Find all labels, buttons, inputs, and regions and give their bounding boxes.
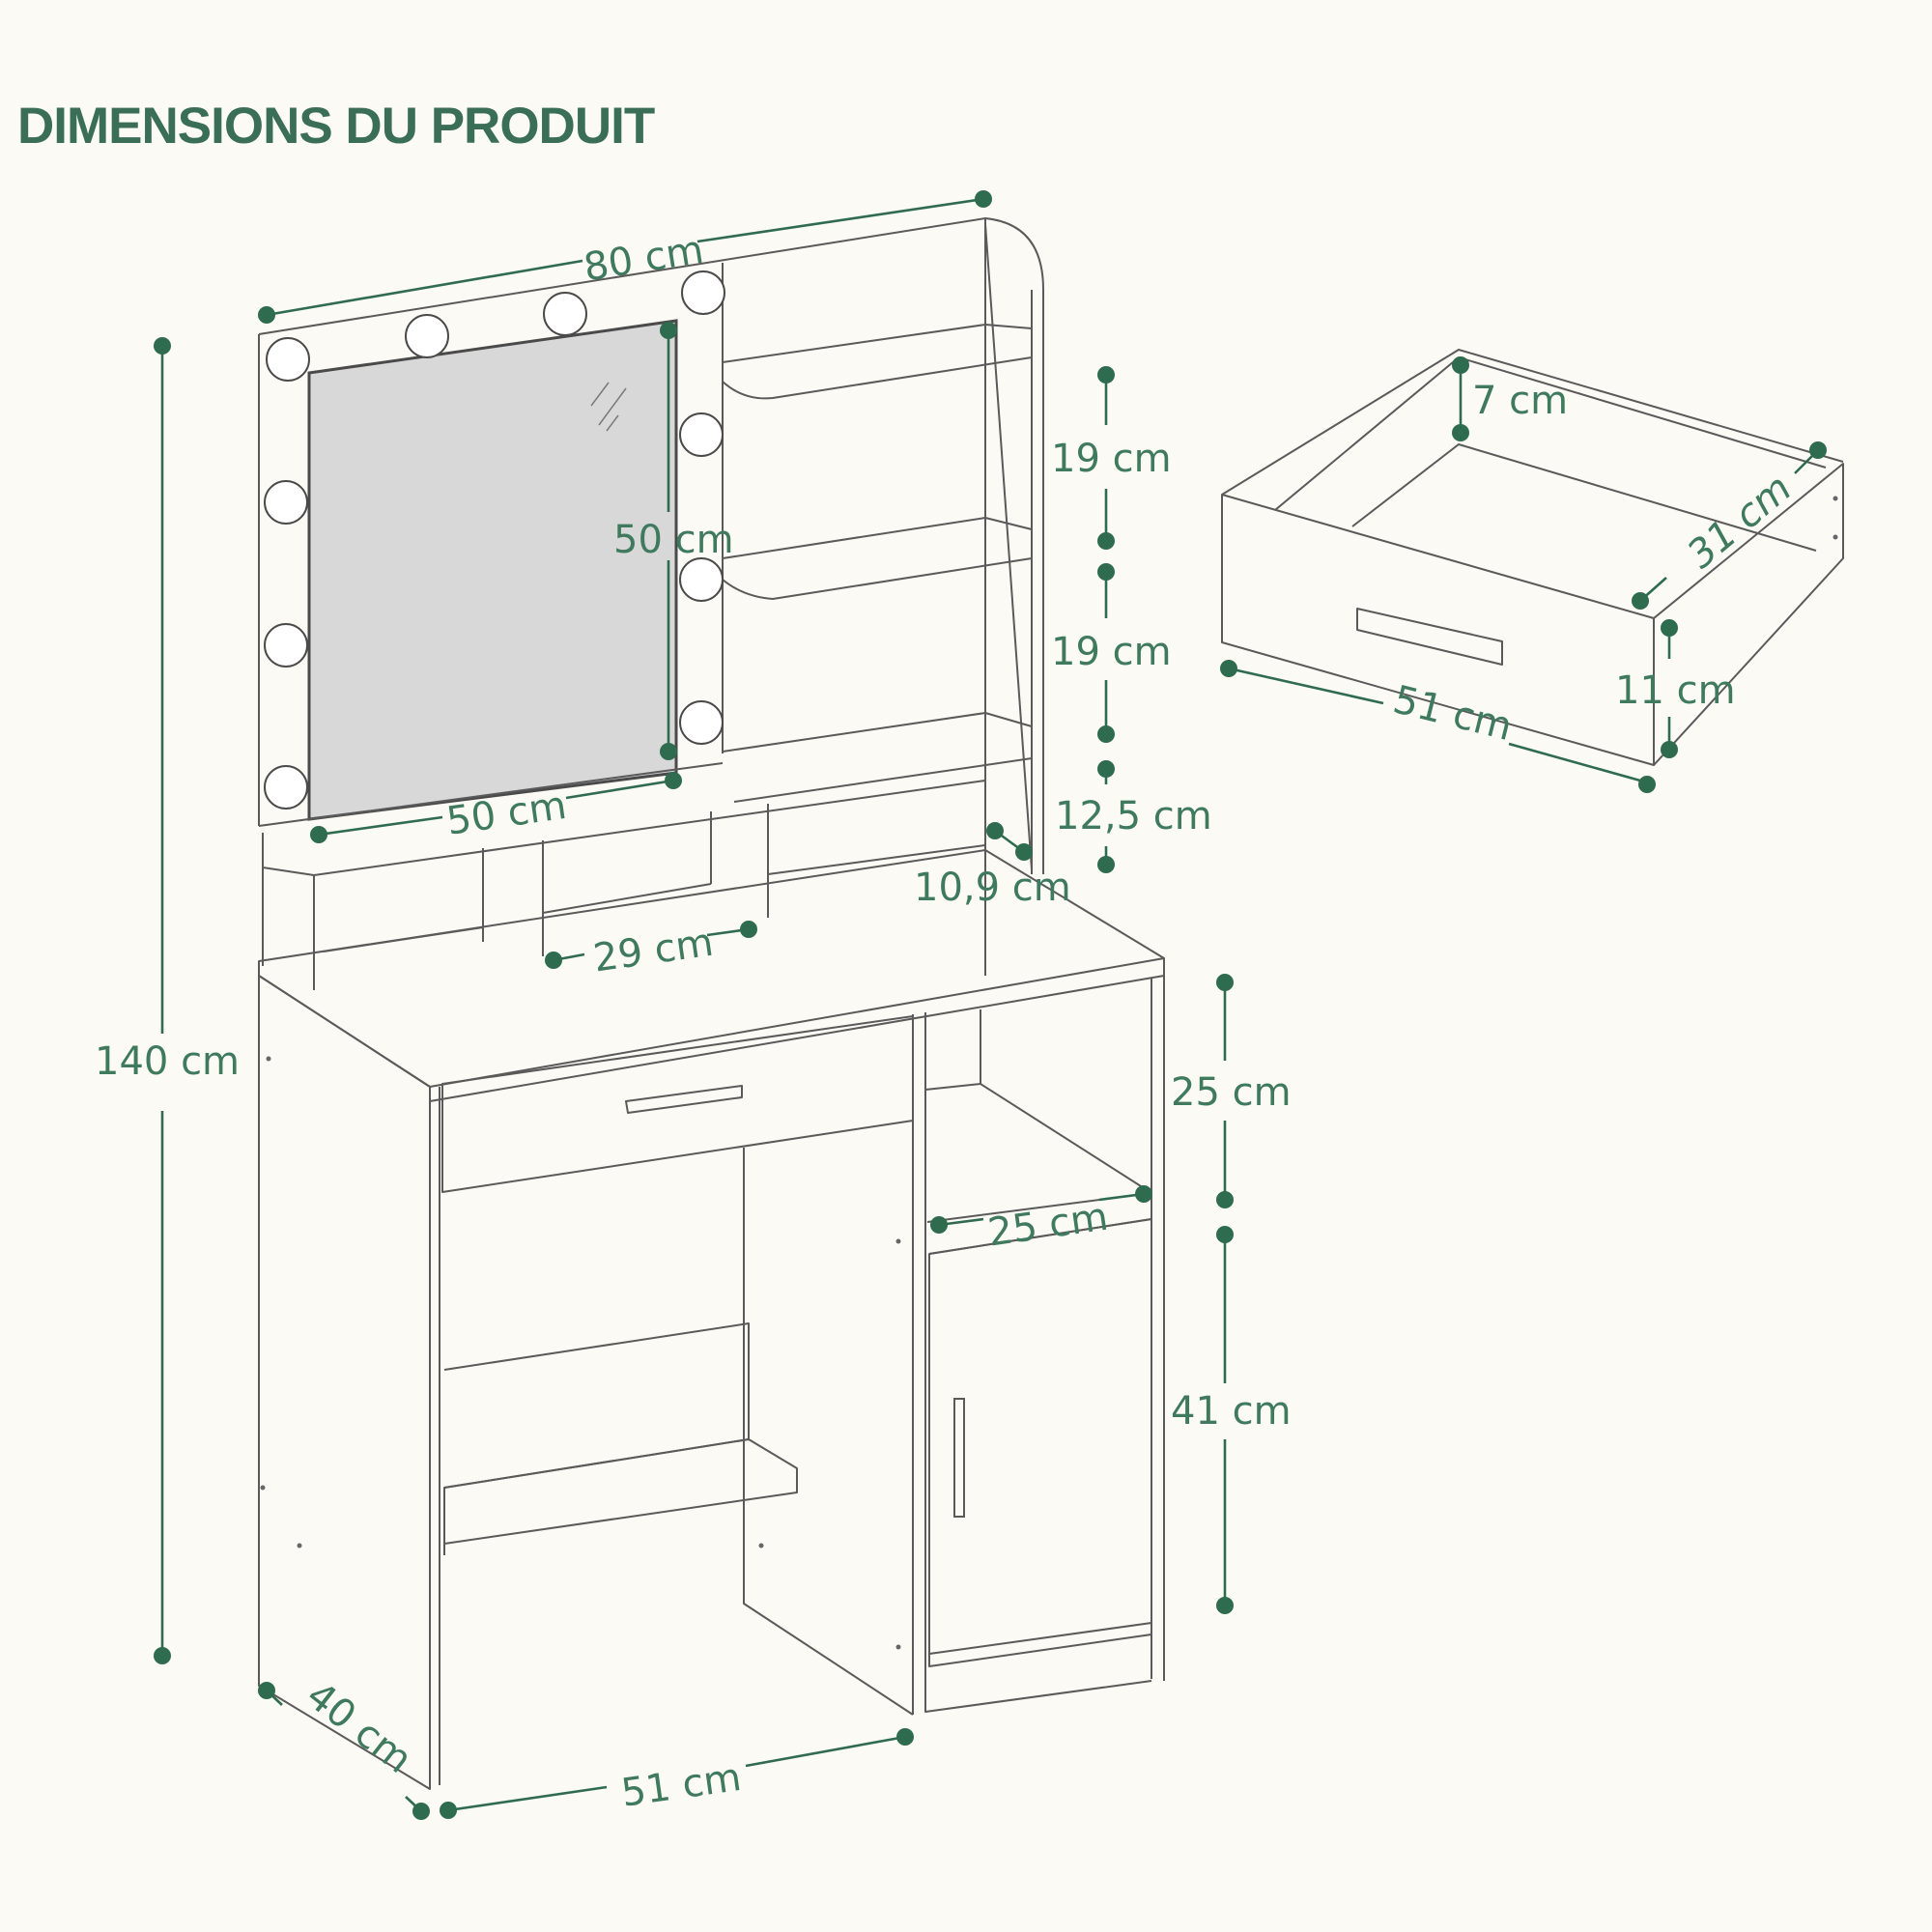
label-cabinet-door-height: 41 cm — [1171, 1389, 1292, 1434]
label-shelf-gap-top: 19 cm — [1051, 437, 1172, 481]
bulb-icon — [264, 765, 308, 810]
drawer-handle — [625, 1085, 743, 1114]
bulb-icon — [681, 270, 725, 315]
bulb-icon — [264, 623, 308, 668]
label-compartment-width: 29 cm — [590, 921, 716, 981]
bulb-icon — [679, 700, 724, 745]
label-shelf-depth: 10,9 cm — [914, 866, 1071, 910]
bulb-icon — [405, 314, 449, 358]
vanity-bulbs — [264, 270, 725, 810]
vanity-hutch — [258, 217, 1044, 990]
label-drawer-width: 51 cm — [1389, 677, 1517, 750]
bulb-icon — [679, 557, 724, 602]
dimension-lines — [154, 190, 1827, 1820]
label-desk-width: 51 cm — [618, 1755, 744, 1816]
label-drawer-inner-height: 7 cm — [1472, 379, 1568, 423]
bulb-icon — [264, 480, 308, 525]
bulb-icon — [266, 337, 310, 382]
label-cabinet-width: 25 cm — [985, 1195, 1111, 1256]
label-mirror-height: 50 cm — [613, 518, 734, 562]
label-drawer-depth: 31 cm — [1679, 466, 1800, 577]
label-cabinet-open-height: 25 cm — [1171, 1070, 1292, 1115]
label-shelf-gap-middle: 19 cm — [1051, 630, 1172, 674]
label-depth: 40 cm — [298, 1673, 419, 1782]
door-handle — [953, 1398, 965, 1518]
label-total-height: 140 cm — [95, 1039, 240, 1084]
label-drawer-height: 11 cm — [1615, 668, 1736, 713]
bulb-icon — [543, 292, 587, 336]
cabinet-door — [928, 1218, 1152, 1655]
vanity-desk — [258, 849, 1165, 1790]
label-shelf-gap-bottom: 12,5 cm — [1055, 794, 1212, 838]
page-title: DIMENSIONS DU PRODUIT — [17, 98, 655, 155]
desk-drawer — [441, 1015, 914, 1193]
bulb-icon — [679, 412, 724, 457]
